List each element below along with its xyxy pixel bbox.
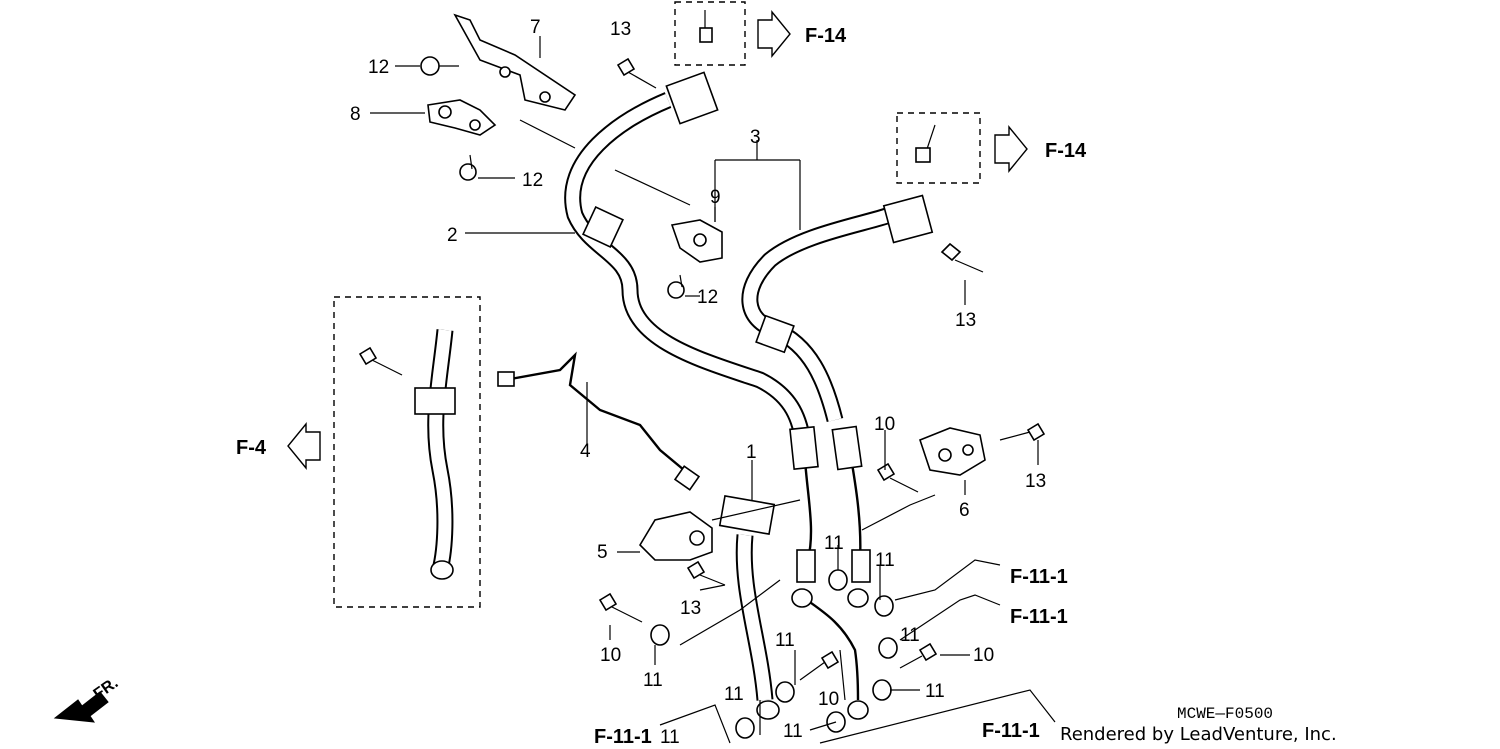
callout-12: 12 [697, 287, 718, 308]
callout-11: 11 [783, 721, 803, 742]
front-arrow-icon [53, 691, 109, 723]
callout-13: 13 [680, 598, 701, 619]
callout-13: 13 [955, 310, 976, 331]
callout-6: 6 [959, 500, 970, 521]
callout-10: 10 [600, 645, 621, 666]
callout-10: 10 [973, 645, 994, 666]
ref-f11-1-a[interactable]: F-11-1 [1010, 566, 1068, 588]
joint-pipe [791, 588, 869, 720]
front-direction-marker: FR. [53, 675, 121, 723]
callout-13: 13 [610, 19, 631, 40]
inset-right-fitting [915, 124, 936, 163]
clamp-8 [427, 99, 497, 136]
clamp-9 [670, 219, 723, 263]
ref-f14-top[interactable]: F-14 [805, 25, 847, 47]
ref-f11-1-d[interactable]: F-11-1 [982, 720, 1040, 742]
callout-13: 13 [1025, 471, 1046, 492]
callout-7: 7 [530, 17, 541, 38]
bracket-5 [638, 511, 713, 561]
callout-11: 11 [900, 625, 920, 646]
inset-top-fitting [699, 10, 713, 43]
callout-1: 1 [746, 442, 757, 463]
arrow-f4 [287, 422, 321, 470]
callout-5: 5 [597, 542, 608, 563]
bolts [358, 56, 1046, 681]
arrow-f14-mid [994, 125, 1028, 173]
inset-left-hose [414, 329, 456, 580]
arrow-f14-top [757, 10, 791, 58]
ref-f11-1-c[interactable]: F-11-1 [594, 726, 652, 748]
ref-f14-mid[interactable]: F-14 [1045, 140, 1087, 162]
ref-f11-1-b[interactable]: F-11-1 [1010, 606, 1068, 628]
brake-pipe-4 [497, 351, 701, 491]
callout-11: 11 [875, 550, 895, 571]
callout-12: 12 [522, 170, 543, 191]
clamp-6 [919, 427, 986, 476]
callout-8: 8 [350, 104, 361, 125]
callout-4: 4 [580, 441, 591, 462]
leader-lines [370, 36, 1056, 744]
brake-hose-2 [564, 71, 819, 583]
callout-11: 11 [660, 727, 680, 748]
brake-hose-1 [718, 494, 780, 720]
callout-2: 2 [447, 225, 458, 246]
callout-9: 9 [710, 187, 721, 208]
callout-10: 10 [874, 414, 895, 435]
callout-11: 11 [824, 533, 844, 554]
ref-f4[interactable]: F-4 [236, 437, 267, 459]
callout-12: 12 [368, 57, 389, 78]
callout-11: 11 [724, 684, 744, 705]
callout-11: 11 [775, 630, 795, 651]
callout-3: 3 [750, 127, 761, 148]
inset-box-right [896, 112, 981, 184]
callout-10: 10 [818, 689, 839, 710]
bracket-7 [453, 13, 577, 111]
inset-box-left [333, 296, 481, 608]
brake-hose-3 [741, 194, 934, 583]
callout-11: 11 [925, 681, 945, 702]
render-credit: Rendered by LeadVenture, Inc. [1060, 724, 1337, 745]
callout-11: 11 [643, 670, 663, 691]
inset-box-top [674, 1, 746, 66]
diagram-code: MCWE—F0500 [1177, 705, 1273, 723]
